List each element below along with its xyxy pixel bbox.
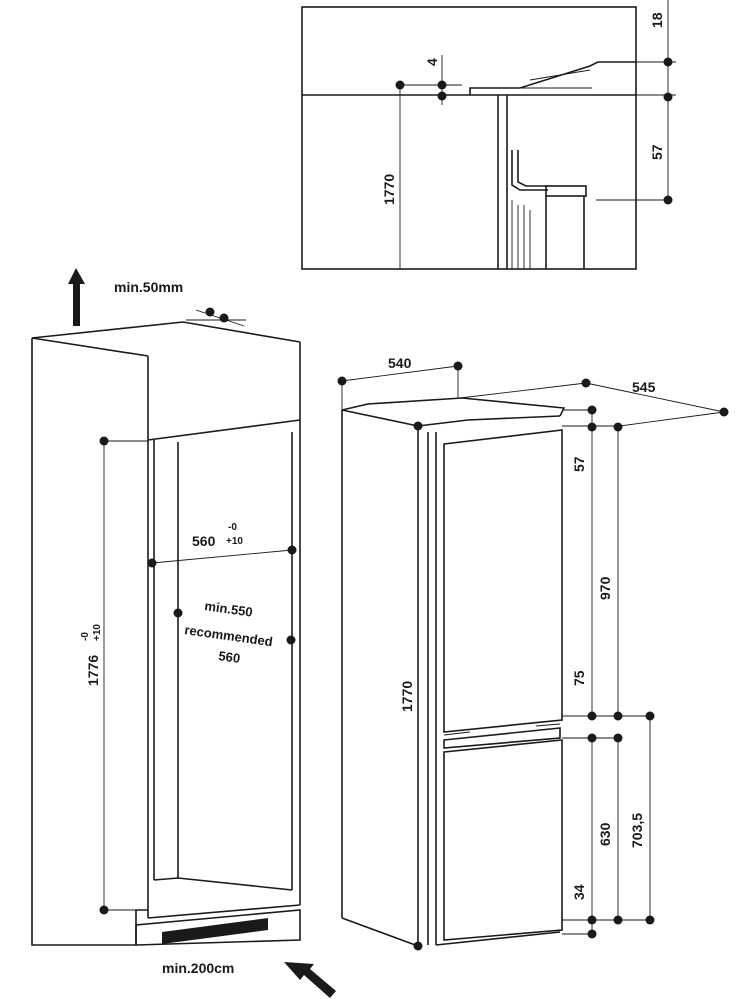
- dim-dot: [663, 57, 673, 67]
- plinth: [135, 909, 301, 946]
- label-depth-560: 560: [218, 648, 242, 666]
- detail-frame: [301, 6, 637, 270]
- label-bottom-vent: min.200cm: [162, 960, 234, 976]
- dim-dot: [437, 80, 447, 90]
- label-lower-door-630: 630: [597, 822, 613, 846]
- detail-view: 18 4 57 1770: [301, 0, 676, 270]
- label-top-gap: min.50mm: [114, 279, 183, 295]
- vent-slot: [162, 918, 268, 944]
- label-width-tol-bottom: +10: [226, 536, 243, 547]
- label-width-540: 540: [388, 355, 412, 371]
- label-depth-recommended: recommended: [184, 622, 274, 649]
- label-4: 4: [424, 58, 440, 66]
- lower-door: [443, 739, 563, 941]
- appliance-view: 540 545 57 970 75 1770 630 703,5 34: [337, 355, 729, 951]
- niche-view: min.50mm 560 -0 +10 min.550 recommended …: [31, 268, 336, 998]
- label-18: 18: [649, 12, 665, 28]
- label-57: 57: [649, 144, 665, 160]
- dim-dot: [437, 91, 447, 101]
- dim-dot: [663, 195, 673, 205]
- label-middle-gap-75: 75: [571, 670, 587, 686]
- label-upper-door-970: 970: [597, 576, 613, 600]
- hinge-bracket: [511, 150, 548, 191]
- cabinet-top: [31, 321, 301, 343]
- label-depth-min: min.550: [204, 598, 254, 620]
- label-top-gap-57: 57: [571, 456, 587, 472]
- label-lower-total-703-5: 703,5: [629, 813, 645, 848]
- upper-door: [443, 429, 563, 733]
- label-bottom-gap-34: 34: [571, 884, 587, 900]
- label-height-tol-bottom: +10: [92, 624, 103, 641]
- airflow-up-arrow: [68, 268, 85, 326]
- airflow-in-arrow: [284, 962, 336, 998]
- label-1770-detail: 1770: [381, 174, 397, 205]
- dim-dot: [663, 92, 673, 102]
- label-depth-545: 545: [632, 379, 656, 395]
- label-height-tol-top: -0: [80, 632, 91, 641]
- cabinet-top-panel: [469, 61, 636, 95]
- label-width-tol-top: -0: [228, 522, 237, 533]
- dim-dot: [395, 80, 405, 90]
- label-total-height-1770: 1770: [399, 681, 415, 712]
- label-height-1776: 1776: [85, 655, 101, 686]
- label-width-560: 560: [192, 533, 216, 549]
